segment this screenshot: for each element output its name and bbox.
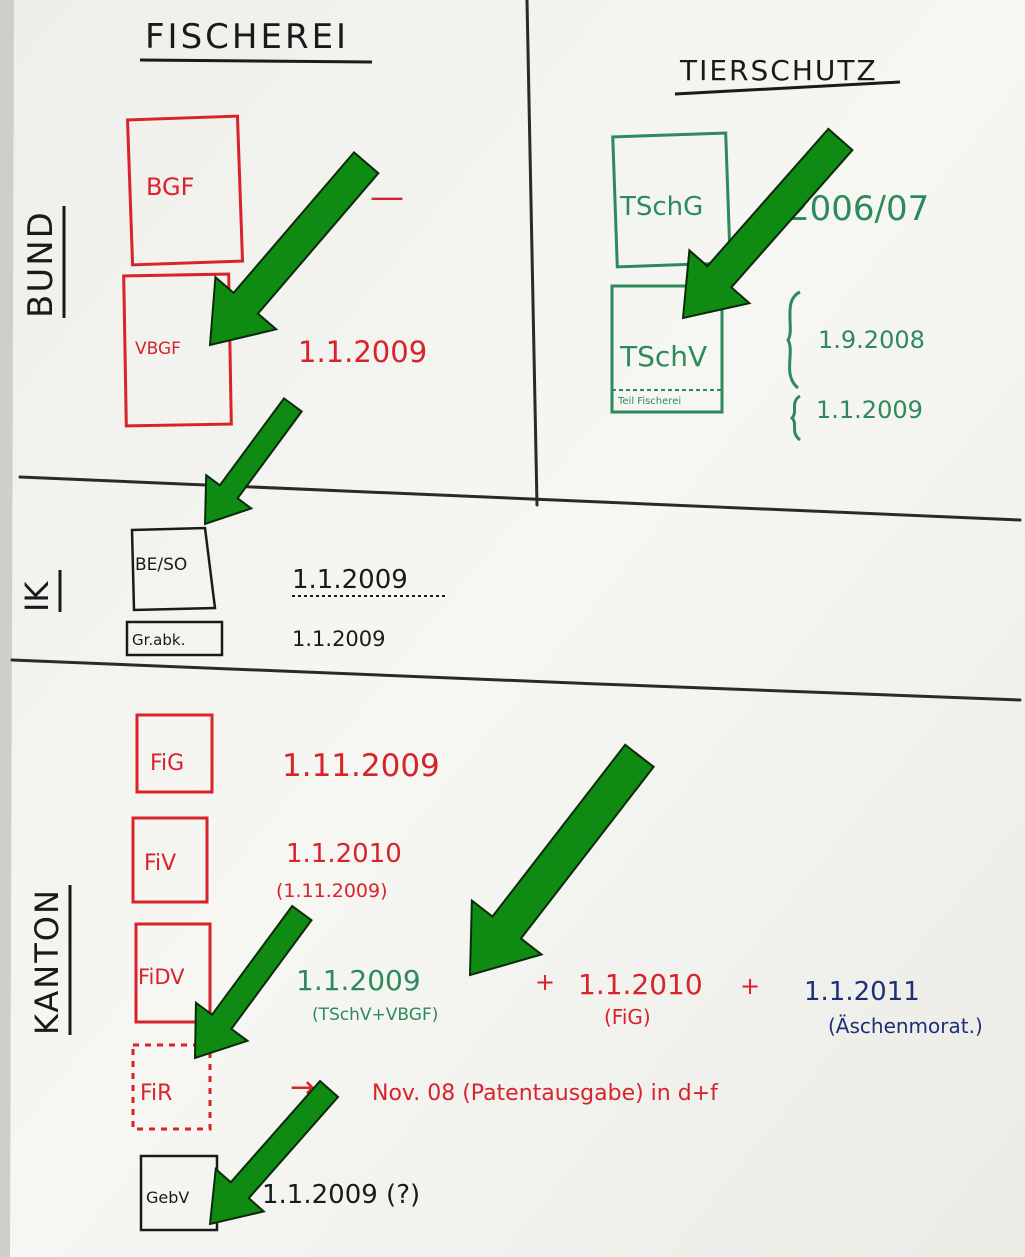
fidv-date1: 1.1.2009	[296, 964, 421, 997]
fiv-date: 1.1.2010	[286, 839, 402, 869]
gebv-date: 1.1.2009 (?)	[262, 1180, 420, 1210]
label-grabk: Gr.abk.	[132, 631, 185, 649]
tschv-date1: 1.9.2008	[818, 326, 925, 354]
fidv-plus2: +	[740, 972, 760, 1000]
label-tschv-subbox: Teil Fischerei	[617, 396, 681, 407]
box-grabk	[125, 620, 224, 657]
label-tschg: TSchG	[619, 192, 703, 222]
row-label-bund: BUND	[21, 206, 66, 318]
label-gebv: GebV	[146, 1188, 189, 1207]
grid-lines	[10, 0, 1022, 702]
paper-edge-shadow	[0, 0, 14, 1257]
fidv-date2: 1.1.2010	[578, 968, 703, 1001]
box-beso	[130, 526, 217, 612]
brace-tschv-1	[786, 290, 801, 390]
fidv-date3: 1.1.2011	[804, 977, 920, 1007]
fig-date: 1.11.2009	[282, 748, 440, 784]
svg-text:IK: IK	[18, 581, 56, 612]
label-bgf: BGF	[146, 173, 194, 201]
box-tschg	[611, 131, 732, 269]
box-vbgf	[122, 272, 233, 428]
brace-tschv-2	[789, 394, 802, 442]
box-tschv	[610, 284, 724, 414]
fidv-note3: (Äschenmorat.)	[828, 1014, 983, 1038]
box-fidv	[134, 922, 212, 1024]
arrow-to-fir	[193, 904, 313, 1060]
arrow-to-fidv	[468, 743, 656, 977]
label-fir: FiR	[140, 1081, 172, 1106]
fidv-note2: (FiG)	[604, 1005, 651, 1029]
header-fischerei-underline	[139, 58, 373, 64]
svg-text:KANTON: KANTON	[28, 888, 66, 1035]
beso-date: 1.1.2009	[292, 565, 408, 595]
fir-text: Nov. 08 (Patentausgabe) in d+f	[372, 1081, 719, 1106]
row-label-ik: IK	[18, 570, 62, 612]
header-tierschutz: TIERSCHUTZ	[679, 54, 878, 87]
arrow-to-tschv	[681, 127, 854, 320]
bgf-dash: —	[370, 177, 404, 217]
arrow-to-vbgf	[208, 150, 380, 347]
fiv-date-paren: (1.11.2009)	[276, 880, 388, 902]
box-fig	[135, 713, 214, 794]
vbgf-date: 1.1.2009	[298, 335, 427, 369]
box-fiv	[131, 816, 209, 904]
label-tschv: TSchV	[619, 340, 707, 373]
svg-text:BUND: BUND	[21, 210, 61, 318]
label-fidv: FiDV	[138, 965, 185, 989]
green-arrows	[193, 127, 854, 1226]
fidv-plus1: +	[535, 968, 555, 996]
label-fiv: FiV	[144, 851, 176, 876]
label-vbgf: VBGF	[135, 339, 181, 359]
arrow-to-gebv	[208, 1079, 340, 1226]
header-tierschutz-underline	[674, 80, 901, 96]
arrow-to-beso	[203, 396, 304, 526]
label-beso: BE/SO	[135, 555, 187, 575]
header-fischerei: FISCHEREI	[145, 17, 349, 57]
tschv-date2: 1.1.2009	[816, 396, 923, 424]
box-bgf	[125, 114, 245, 267]
label-fig: FiG	[150, 751, 184, 776]
box-fir	[131, 1043, 212, 1131]
row-label-kanton: KANTON	[28, 885, 72, 1035]
fidv-note1: (TSchV+VBGF)	[312, 1005, 438, 1025]
grabk-date: 1.1.2009	[292, 627, 386, 651]
